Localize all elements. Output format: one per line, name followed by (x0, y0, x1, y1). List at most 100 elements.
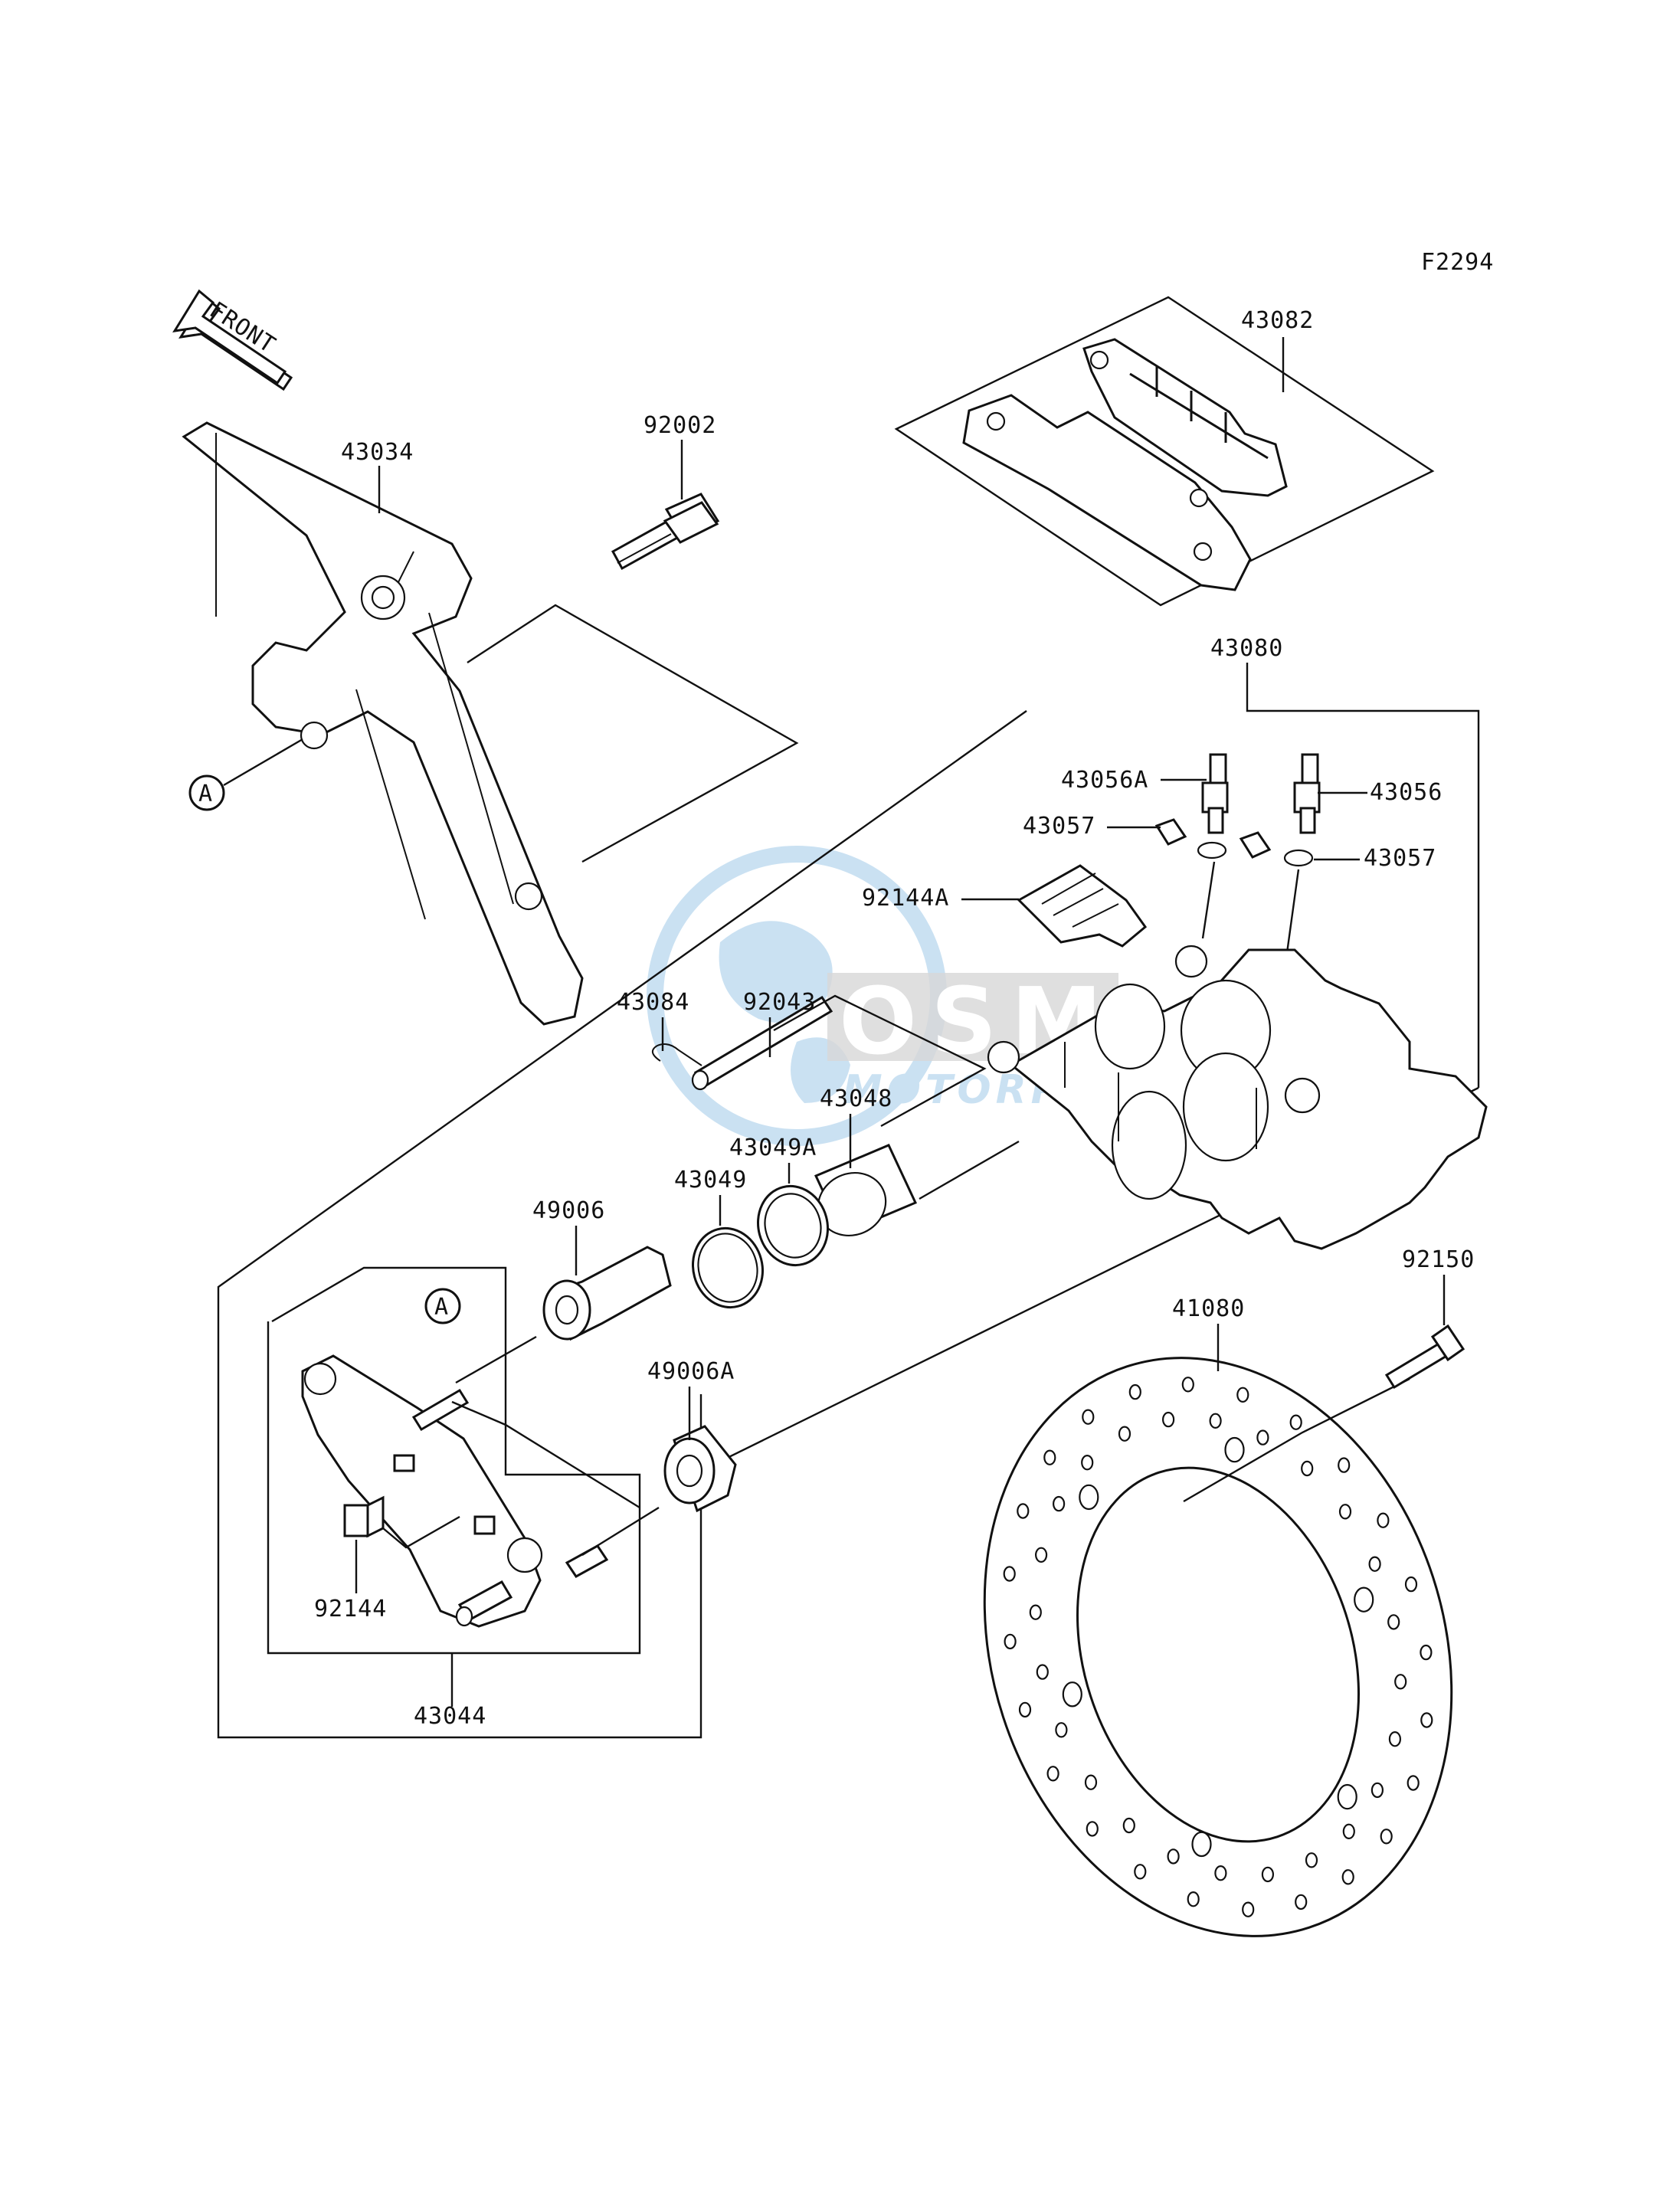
piston-43048 (814, 1144, 918, 1237)
disc-hole (1082, 1409, 1095, 1425)
disc-hole (1003, 1566, 1016, 1582)
figure-code: F2294 (1421, 249, 1494, 276)
disc-hole (1289, 1414, 1302, 1430)
disc-hole (1338, 1504, 1352, 1520)
bolt-92150 (1384, 1324, 1465, 1390)
label-43048: 43048 (820, 1085, 892, 1112)
disc-hole (1187, 1891, 1200, 1907)
seal-43049 (691, 1226, 765, 1309)
disc-hole (1371, 1782, 1384, 1799)
bleeder-valve-43056A (1201, 753, 1229, 834)
label-41080: 41080 (1172, 1295, 1245, 1322)
disc-hole (1181, 1377, 1194, 1393)
disc-hole (1420, 1644, 1433, 1661)
ref-marker-a-upper-text: A (198, 781, 213, 807)
label-43056A: 43056A (1061, 767, 1148, 794)
disc-hole (1338, 1457, 1351, 1473)
disc-hole (1337, 1783, 1357, 1810)
disc-hole (1256, 1429, 1269, 1446)
disc-hole (1214, 1865, 1227, 1881)
label-92043: 92043 (743, 989, 816, 1016)
disc-hole (1242, 1901, 1255, 1917)
disc-hole (1387, 1614, 1400, 1630)
disc-hole (1134, 1864, 1147, 1880)
watermark-globe-icon (647, 846, 947, 1146)
boot-49006 (542, 1246, 672, 1341)
caliper-bracket-arm (182, 421, 584, 1026)
ref-marker-a-lower: A (424, 1288, 461, 1324)
disc-hole (1055, 1722, 1068, 1738)
disc-hole (1404, 1576, 1418, 1593)
disc-hole (1224, 1436, 1245, 1463)
boot-49006A (663, 1425, 737, 1513)
brake-disc (983, 1357, 1453, 1937)
label-43044: 43044 (414, 1703, 486, 1730)
label-43080: 43080 (1210, 635, 1283, 662)
disc-hole (1305, 1852, 1318, 1868)
disc-hole (1043, 1449, 1056, 1465)
disc-hole (1167, 1848, 1180, 1865)
disc-hole (1191, 1831, 1212, 1858)
label-49006: 49006 (532, 1197, 605, 1224)
bleeder-cap-left (1154, 818, 1227, 859)
label-43082: 43082 (1241, 307, 1314, 334)
disc-hole (1029, 1604, 1042, 1620)
pin-92043 (691, 995, 833, 1091)
disc-hole (1261, 1866, 1275, 1883)
clip-43084 (652, 1043, 702, 1066)
disc-hole (1368, 1556, 1381, 1572)
disc-hole (1081, 1454, 1094, 1471)
disc-hole (1004, 1633, 1017, 1650)
label-92144: 92144 (314, 1596, 387, 1622)
disc-hole (1118, 1426, 1131, 1442)
label-43034: 43034 (341, 439, 414, 466)
disc-hole (1236, 1387, 1249, 1403)
ref-marker-a-upper: A (188, 774, 225, 811)
disc-hole (1209, 1413, 1222, 1429)
disc-hole (1341, 1869, 1354, 1885)
disc-hole (1377, 1512, 1390, 1528)
disc-hole (1062, 1681, 1082, 1708)
label-92150: 92150 (1402, 1246, 1475, 1273)
disc-hole (1036, 1664, 1049, 1680)
disc-hole (1128, 1383, 1141, 1400)
ref-marker-a-lower-text: A (434, 1294, 449, 1321)
caliper-body (987, 945, 1488, 1250)
disc-hole (1122, 1817, 1135, 1834)
front-arrow-icon: FRONT (172, 289, 293, 391)
pad-spring-92144A (1017, 864, 1148, 948)
disc-hole (1079, 1484, 1099, 1511)
label-92144A: 92144A (862, 885, 949, 912)
disc-hole (1295, 1894, 1308, 1911)
label-43084: 43084 (617, 989, 689, 1016)
disc-hole (1394, 1674, 1407, 1690)
disc-hole (1380, 1829, 1393, 1845)
clip-92144 (343, 1495, 385, 1538)
label-43057-right: 43057 (1364, 845, 1436, 872)
disc-hole (1161, 1411, 1175, 1428)
label-43057-left: 43057 (1023, 813, 1095, 840)
disc-hole (1017, 1503, 1030, 1519)
disc-hole (1420, 1712, 1433, 1728)
disc-hole (1086, 1821, 1099, 1837)
disc-hole (1407, 1775, 1420, 1791)
disc-hole (1018, 1701, 1032, 1718)
disc-hole (1034, 1547, 1048, 1563)
label-43056: 43056 (1370, 779, 1443, 806)
label-49006A: 49006A (647, 1358, 735, 1385)
disc-hole (1046, 1766, 1059, 1782)
seal-43049A (756, 1184, 830, 1267)
bolt-92002 (611, 493, 720, 571)
disc-hole (1354, 1586, 1374, 1613)
disc-hole (1084, 1774, 1098, 1790)
disc-hole (1388, 1730, 1402, 1747)
disc-hole (1342, 1823, 1355, 1839)
bleeder-cap-right (1239, 831, 1314, 867)
label-43049A: 43049A (729, 1135, 817, 1161)
caliper-support-bracket (301, 1354, 609, 1628)
disc-hole (1052, 1495, 1066, 1512)
label-43049: 43049 (674, 1167, 747, 1193)
label-92002: 92002 (644, 412, 716, 439)
bleeder-valve-43056 (1293, 753, 1321, 834)
